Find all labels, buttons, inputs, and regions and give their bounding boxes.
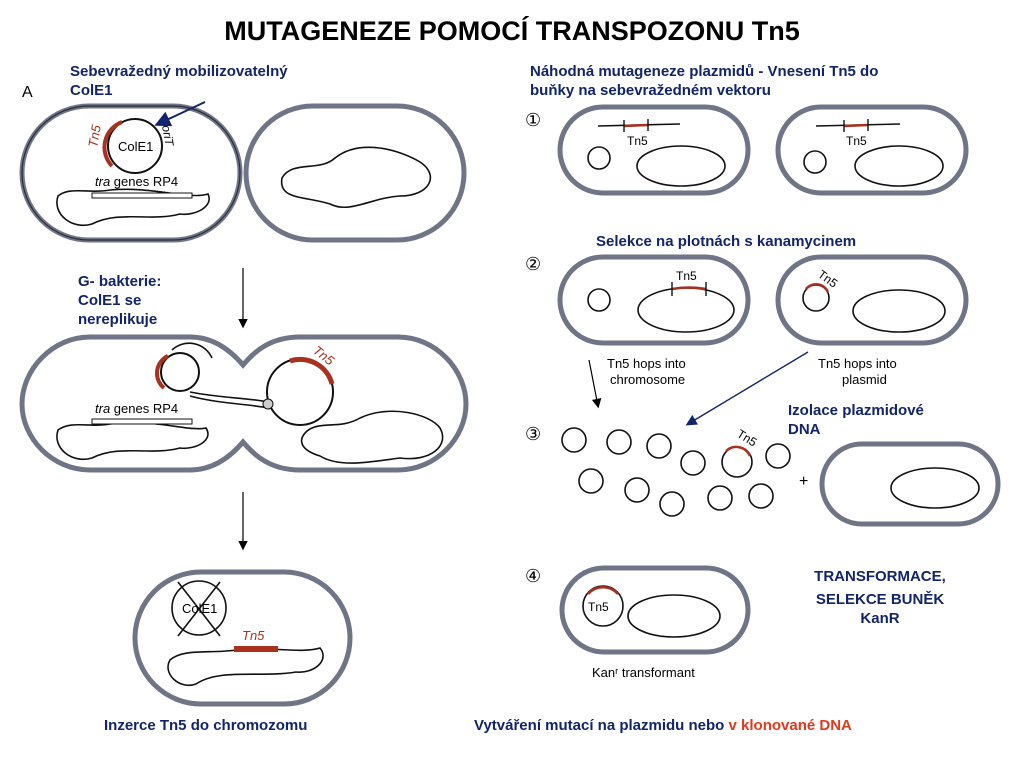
arrow-discard — [588, 359, 602, 409]
donor-cell-1: ColE1 Tn5 oriT tra genes RP4 — [19, 103, 243, 243]
tn5-segment — [102, 120, 123, 168]
step-4-marker: ④ — [525, 566, 541, 587]
recipient-cell-1 — [243, 103, 467, 243]
hop-chromosome-line2: chromosome — [610, 372, 685, 387]
tra-genes-label: tra genes RP4 — [95, 174, 178, 189]
right-heading: Náhodná mutageneze plazmidů - Vnesení Tn… — [530, 62, 878, 100]
step1-tn5-a: Tn5 — [627, 134, 648, 148]
lost-cole1-label: ColE1 — [182, 601, 217, 616]
tra-genes-bar — [91, 192, 193, 199]
donor-plasmid — [160, 352, 200, 392]
left-heading-line2: ColE1 — [70, 82, 113, 99]
transferred-tn5 — [289, 356, 335, 385]
isolation-line2: DNA — [788, 421, 821, 438]
inserted-tn5 — [234, 646, 278, 652]
step2-tn5-chrom: Tn5 — [676, 269, 697, 283]
recipient-chromosome — [280, 146, 432, 209]
recipient-cell-step3 — [819, 441, 1001, 527]
donor-tn5 — [154, 354, 169, 390]
tn5-label: Tn5 — [85, 123, 104, 148]
step1-cell-b: Tn5 — [775, 104, 969, 196]
step2-cell-chromosome: Tn5 — [557, 254, 751, 346]
left-heading-line1: Sebevražedný mobilizovatelný — [70, 63, 288, 80]
recipient-chromosome-2 — [300, 410, 444, 464]
tra-genes-label-2: tra genes RP4 — [95, 401, 178, 416]
plasmid-pool: Tn5 — [561, 427, 791, 517]
step-3-marker: ③ — [525, 424, 541, 445]
lost-cole1 — [171, 580, 227, 636]
transform-label: TRANSFORMACE, SELEKCE BUNĚK KanR — [790, 563, 970, 628]
page-title: MUTAGENEZE POMOCÍ TRANSPOZONU Tn5 — [224, 16, 800, 46]
step1-cell-a: Tn5 — [557, 104, 751, 196]
step2-cell-plasmid: Tn5 — [775, 254, 969, 346]
transform-line1: TRANSFORMACE, — [814, 568, 946, 585]
step1-tn5-b: Tn5 — [846, 134, 867, 148]
isolation-line1: Izolace plazmidové — [788, 402, 924, 419]
hop-chromosome-line1: Tn5 hops into — [607, 356, 686, 371]
orit-label: oriT — [159, 124, 177, 148]
arrow-isolation — [685, 351, 809, 426]
isolation-label: Izolace plazmidové DNA — [788, 401, 924, 439]
final-cell: ColE1 Tn5 — [132, 569, 353, 707]
inserted-tn5-label: Tn5 — [242, 628, 265, 643]
gminus-note: G- bakterie: ColE1 se nereplikuje — [78, 272, 161, 329]
selection-label: Selekce na plotnách s kanamycinem — [596, 233, 857, 250]
transformant-cell: Tn5 — [559, 565, 751, 655]
panel-letter-a: A — [22, 84, 33, 101]
hop-plasmid-line2: plasmid — [842, 372, 887, 387]
plus-sign: + — [799, 473, 808, 490]
right-bottom-caption-b: v klonované DNA — [728, 717, 852, 734]
gminus-line2: ColE1 se — [78, 292, 142, 309]
right-bottom-caption-a: Vytváření mutací na plazmidu nebo — [474, 717, 729, 734]
pointer-arrow — [154, 101, 206, 127]
transformant-tn5: Tn5 — [588, 600, 609, 614]
transform-line2: SELEKCE BUNĚK — [815, 591, 945, 608]
right-heading-line2: buňky na sebevražedném vektoru — [530, 82, 771, 99]
chromosome — [56, 188, 210, 227]
left-bottom-caption: Inzerce Tn5 do chromozomu — [104, 717, 308, 734]
right-heading-line1: Náhodná mutageneze plazmidů - Vnesení Tn… — [530, 63, 879, 80]
right-bottom-caption: Vytváření mutací na plazmidu nebo v klon… — [474, 716, 852, 735]
conjugating-cells: Tn5 tra genes RP4 — [19, 334, 469, 473]
hop-plasmid-line1: Tn5 hops into — [818, 356, 897, 371]
left-heading: Sebevražedný mobilizovatelný ColE1 — [70, 62, 288, 100]
final-chromosome — [167, 647, 324, 687]
gminus-line3: nereplikuje — [78, 311, 158, 328]
kan-transformant-label: Kanʳ transformant — [592, 665, 695, 680]
cole1-label: ColE1 — [118, 139, 153, 154]
step-2-marker: ② — [525, 254, 541, 275]
cole1-plasmid — [107, 118, 163, 174]
transform-line3: KanR — [860, 610, 900, 627]
gminus-line1: G- bakterie: — [78, 273, 162, 290]
step-1-marker: ① — [525, 110, 541, 131]
